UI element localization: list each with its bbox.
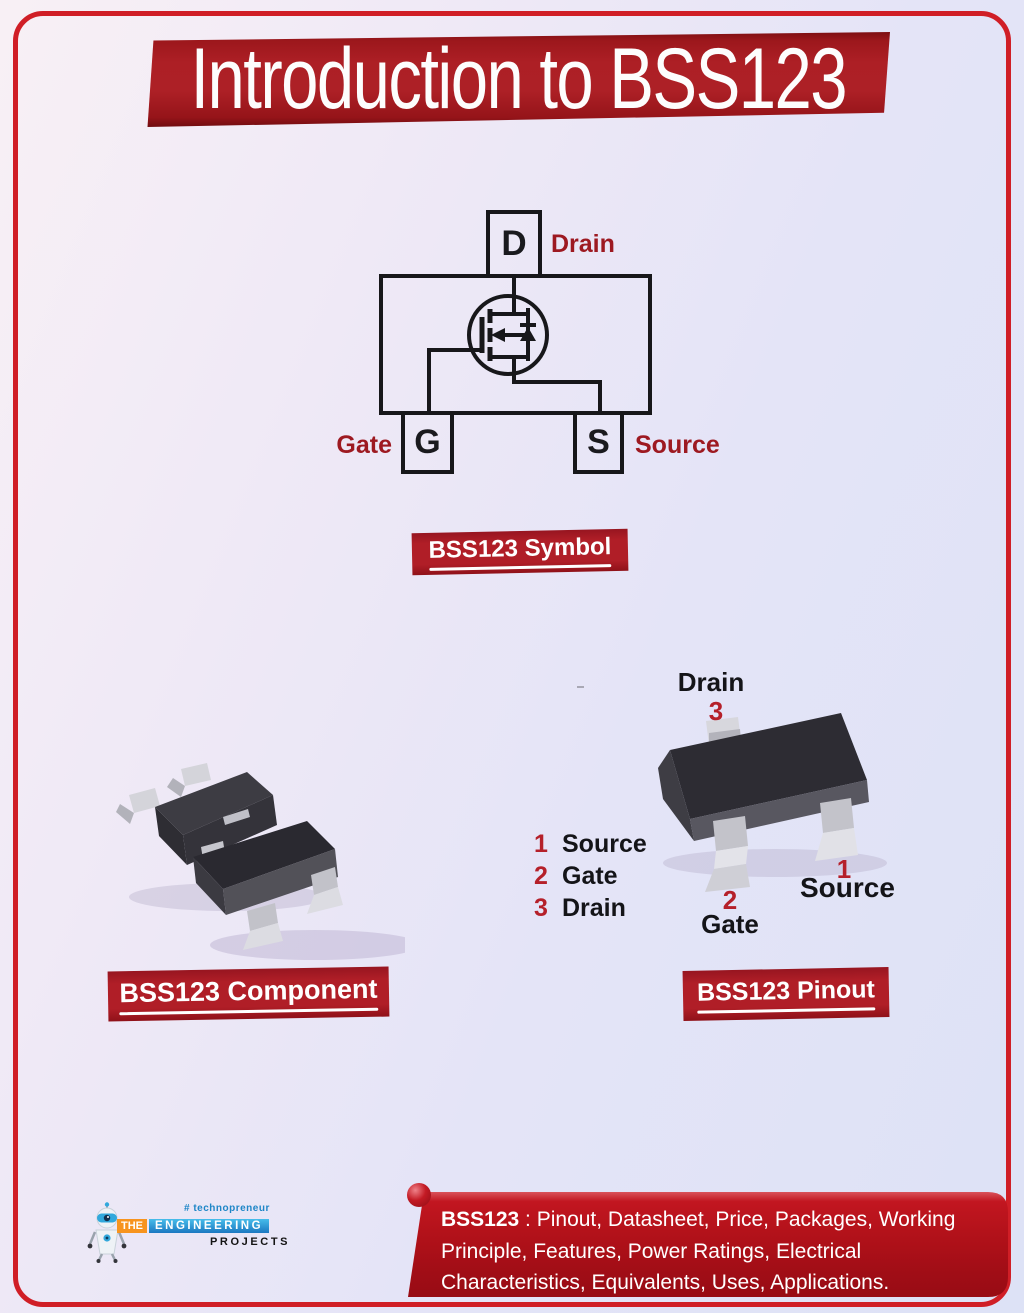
- logo-word-engineering: ENGINEERING: [149, 1219, 270, 1233]
- sot23-components-image: [116, 763, 405, 960]
- logo-wordmark: THE ENGINEERING: [117, 1219, 270, 1233]
- component-caption: BSS123 Component: [107, 966, 390, 1022]
- legend-pin-number: 3: [534, 894, 548, 922]
- caption-underline: [697, 1006, 876, 1014]
- pinout-legend: 1 Source 2 Gate 3 Drain: [533, 828, 647, 924]
- caption-underline: [428, 564, 612, 571]
- legend-row: 1 Source: [533, 828, 647, 860]
- footer-banner: BSS123 : Pinout, Datasheet, Price, Packa…: [407, 1183, 1008, 1297]
- legend-row: 2 Gate: [533, 860, 647, 892]
- footer-banner-background: BSS123 : Pinout, Datasheet, Price, Packa…: [408, 1192, 1008, 1297]
- pinout-pin1-number: 1: [836, 854, 852, 884]
- caption-underline: [119, 1007, 378, 1015]
- pinout-pin3-number: 3: [708, 696, 724, 726]
- legend-pin-number: 1: [534, 830, 548, 858]
- pinout-caption: BSS123 Pinout: [682, 967, 890, 1021]
- logo-word-projects: PROJECTS: [210, 1236, 291, 1248]
- legend-pin-label: Drain: [562, 894, 626, 922]
- pin-ball-icon: [407, 1183, 431, 1207]
- pinout-pin2-number: 2: [722, 885, 738, 915]
- pinout-source-label: Source: [800, 872, 895, 903]
- symbol-caption: BSS123 Symbol: [411, 528, 629, 576]
- pinout-gate-label: Gate: [701, 909, 759, 939]
- footer-banner-part-bold: BSS123: [441, 1208, 520, 1231]
- legend-pin-number: 2: [534, 862, 548, 890]
- symbol-caption-text: BSS123 Symbol: [428, 533, 612, 564]
- footer-banner-line1: : Pinout, Datasheet, Price, Packages, Wo…: [519, 1208, 956, 1231]
- footer-banner-line2: Principle, Features, Power Ratings, Elec…: [441, 1239, 862, 1263]
- sot23-package-image: [658, 713, 887, 892]
- legend-pin-label: Source: [562, 830, 647, 858]
- stray-mark: [577, 686, 584, 688]
- source-pin-letter: S: [587, 423, 610, 461]
- mosfet-symbol-graphic: [379, 210, 652, 474]
- chip-front-view: [193, 821, 343, 950]
- title-banner: Introduction to BSS123: [147, 31, 890, 127]
- brand-logo: # technopreneur THE ENGINEERING PROJECTS: [78, 1196, 293, 1291]
- page-border-frame: [13, 11, 1011, 1307]
- footer-banner-text: BSS123 : Pinout, Datasheet, Price, Packa…: [441, 1204, 994, 1299]
- component-caption-text: BSS123 Component: [119, 973, 378, 1008]
- pinout-caption-text: BSS123 Pinout: [696, 974, 876, 1007]
- drain-label: Drain: [551, 230, 615, 258]
- legend-row: 3 Drain: [533, 892, 647, 924]
- robot-mascot-icon: [87, 1202, 127, 1263]
- drain-pin-letter: D: [501, 224, 527, 263]
- gate-label: Gate: [336, 431, 392, 459]
- pinout-drain-label: Drain: [677, 667, 745, 697]
- logo-tagline: # technopreneur: [184, 1203, 270, 1214]
- page-title: Introduction to BSS123: [190, 31, 847, 127]
- source-label: Source: [635, 431, 720, 459]
- footer-banner-line3: Characteristics, Equivalents, Uses, Appl…: [441, 1271, 890, 1294]
- gate-pin-letter: G: [414, 423, 441, 461]
- logo-word-the: THE: [117, 1219, 147, 1233]
- legend-pin-label: Gate: [562, 862, 618, 890]
